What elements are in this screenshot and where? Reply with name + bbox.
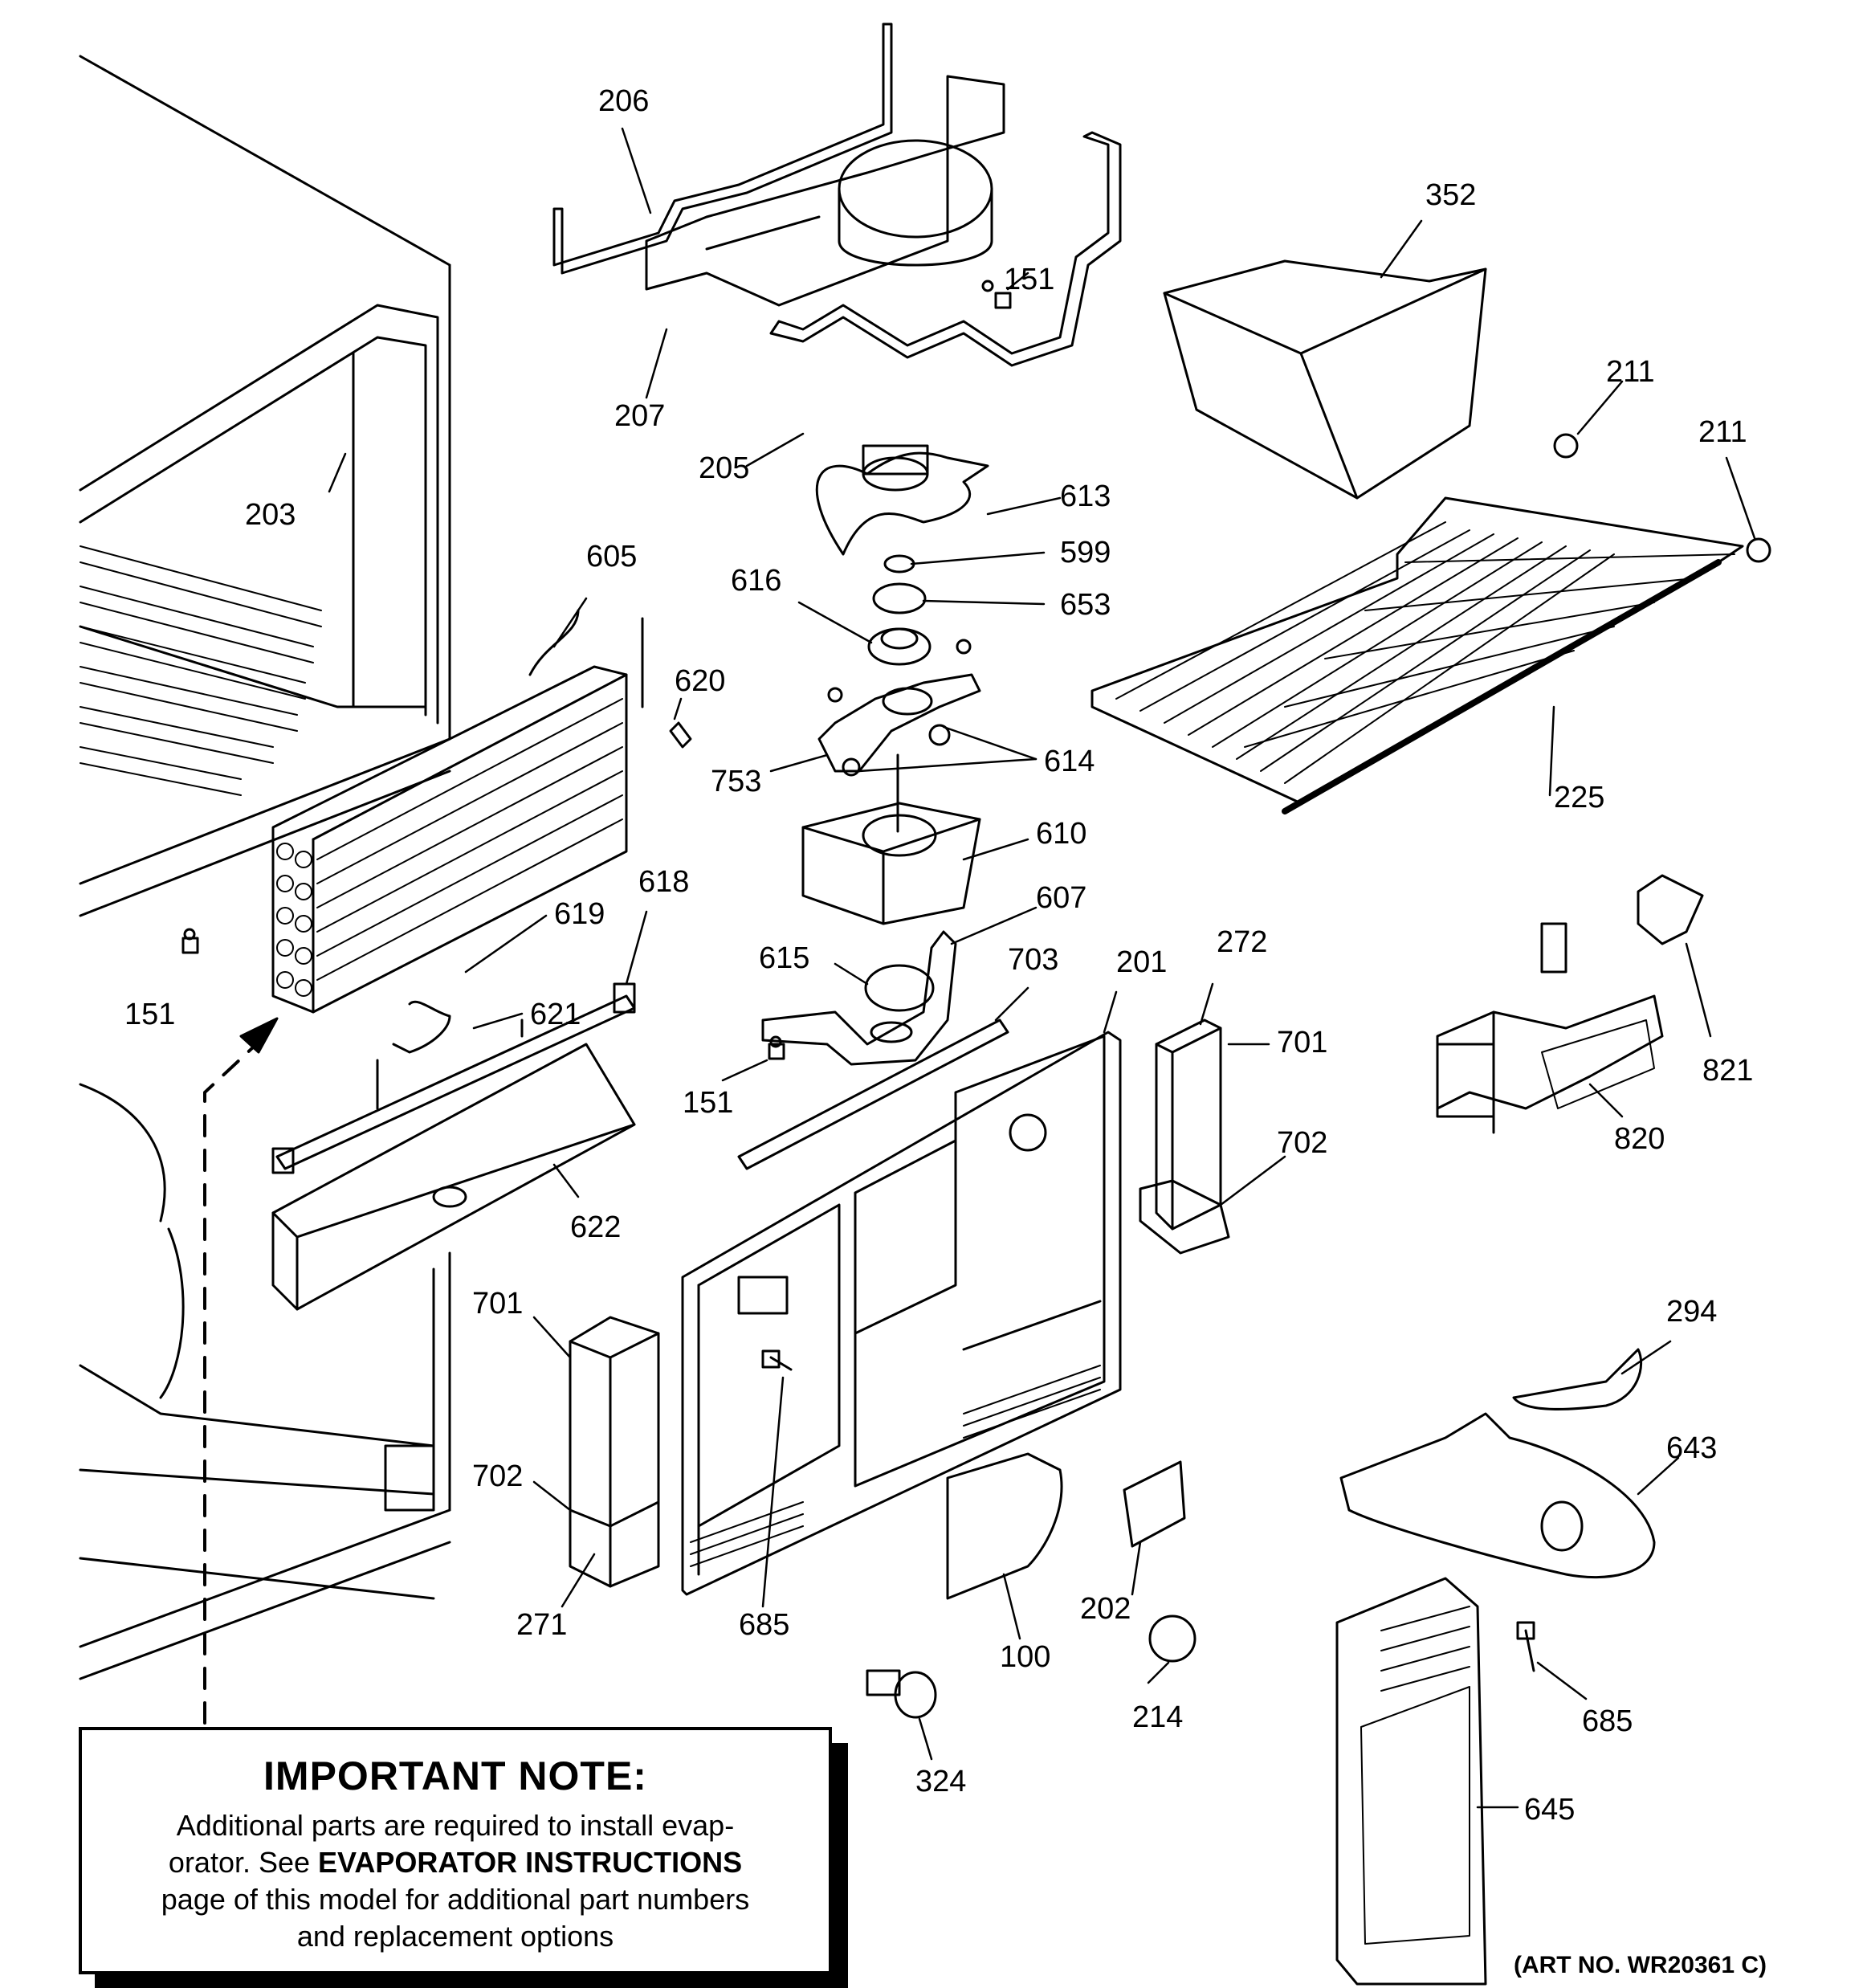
label-702-left: 702 (472, 1459, 523, 1493)
note-title: IMPORTANT NOTE: (263, 1753, 647, 1798)
part-618-heater (271, 982, 636, 1174)
part-605-evaporator (271, 609, 644, 1014)
part-645-front-cover (1335, 1577, 1487, 1986)
label-610: 610 (1036, 817, 1086, 851)
part-599-653-616 (867, 554, 972, 666)
part-272-duct (1139, 1018, 1230, 1255)
label-820: 820 (1614, 1122, 1665, 1156)
part-607-bracket (761, 930, 957, 1066)
label-206: 206 (598, 84, 649, 118)
label-621: 621 (530, 998, 581, 1031)
label-599: 599 (1060, 536, 1111, 569)
label-607: 607 (1036, 881, 1086, 915)
label-203: 203 (245, 498, 296, 532)
part-206-rail (552, 22, 893, 275)
art-number: (ART NO. WR20361 C) (1513, 1952, 1767, 1978)
part-labels: 206 207 205 151 352 211 211 613 203 599 … (124, 84, 1753, 1827)
label-207: 207 (614, 399, 665, 433)
label-613: 613 (1060, 480, 1111, 513)
label-703: 703 (1008, 943, 1058, 977)
label-151-mid: 151 (683, 1086, 733, 1120)
part-271-duct (569, 1316, 660, 1588)
part-214-plug (1148, 1614, 1196, 1663)
part-685-screws (761, 1349, 1535, 1672)
label-643: 643 (1666, 1431, 1717, 1465)
part-205-rail (769, 131, 1122, 367)
label-151-left: 151 (124, 998, 175, 1031)
leader-lines (328, 127, 1756, 1809)
label-151-top: 151 (1004, 263, 1054, 296)
part-100-bracket (946, 1452, 1063, 1600)
note-body: Additional parts are required to install… (82, 1807, 829, 1955)
note-line-3: page of this model for additional part n… (161, 1883, 750, 1916)
part-643-dispenser-housing (1339, 1412, 1656, 1579)
label-701-left: 701 (472, 1287, 523, 1321)
label-211-right: 211 (1698, 415, 1747, 449)
note-line-2: orator. See EVAPORATOR INSTRUCTIONS (82, 1844, 829, 1881)
part-202-grille (1123, 1460, 1186, 1548)
part-820-icemaker (1436, 922, 1664, 1134)
label-620: 620 (675, 664, 725, 698)
label-619: 619 (554, 897, 605, 931)
label-202: 202 (1080, 1592, 1131, 1626)
part-622-drain-trough (271, 1043, 636, 1311)
label-272: 272 (1217, 925, 1267, 959)
part-324-knob (866, 1669, 937, 1719)
label-753: 753 (711, 765, 761, 798)
part-610-motor (801, 753, 981, 925)
part-620 (669, 721, 692, 749)
label-821: 821 (1702, 1054, 1753, 1088)
part-294-cover (1512, 1348, 1643, 1410)
note-line-4: and replacement options (296, 1920, 614, 1953)
part-821 (1637, 874, 1704, 945)
part-613-fan-blade (815, 444, 989, 556)
label-622: 622 (570, 1210, 621, 1244)
label-214: 214 (1132, 1700, 1183, 1734)
part-225-wire-shelf (1090, 433, 1771, 814)
note-line-2-text: orator. See (168, 1846, 319, 1879)
label-211-left: 211 (1606, 355, 1655, 389)
label-645: 645 (1524, 1793, 1575, 1827)
label-685-right: 685 (1582, 1704, 1633, 1738)
part-352-ice-bin (1163, 259, 1487, 500)
label-605: 605 (586, 540, 637, 574)
label-271: 271 (516, 1608, 567, 1642)
label-615: 615 (759, 941, 809, 975)
label-324: 324 (915, 1765, 966, 1798)
label-701-right: 701 (1277, 1026, 1327, 1059)
label-294: 294 (1666, 1295, 1717, 1329)
label-205: 205 (699, 451, 749, 485)
label-685-center: 685 (739, 1608, 789, 1642)
label-225: 225 (1554, 781, 1604, 814)
part-151-screws (181, 280, 1012, 1060)
label-653: 653 (1060, 588, 1111, 622)
label-100: 100 (1000, 1640, 1050, 1674)
note-line-1: Additional parts are required to install… (176, 1809, 735, 1842)
label-352: 352 (1425, 178, 1476, 212)
dashed-arrow (203, 1017, 279, 1725)
part-703-strip (737, 1018, 1009, 1170)
label-614: 614 (1044, 745, 1095, 778)
label-201: 201 (1116, 945, 1167, 979)
part-207-housing (645, 75, 1005, 307)
part-753-bracket (817, 673, 981, 777)
label-616: 616 (731, 564, 781, 598)
label-702-right: 702 (1277, 1126, 1327, 1160)
cabinet (79, 55, 451, 1680)
part-201-rear-panel (681, 1031, 1122, 1596)
note-evaporator-instructions: EVAPORATOR INSTRUCTIONS (318, 1846, 743, 1879)
important-note-box: IMPORTANT NOTE: Additional parts are req… (79, 1727, 832, 1974)
label-618: 618 (638, 865, 689, 899)
